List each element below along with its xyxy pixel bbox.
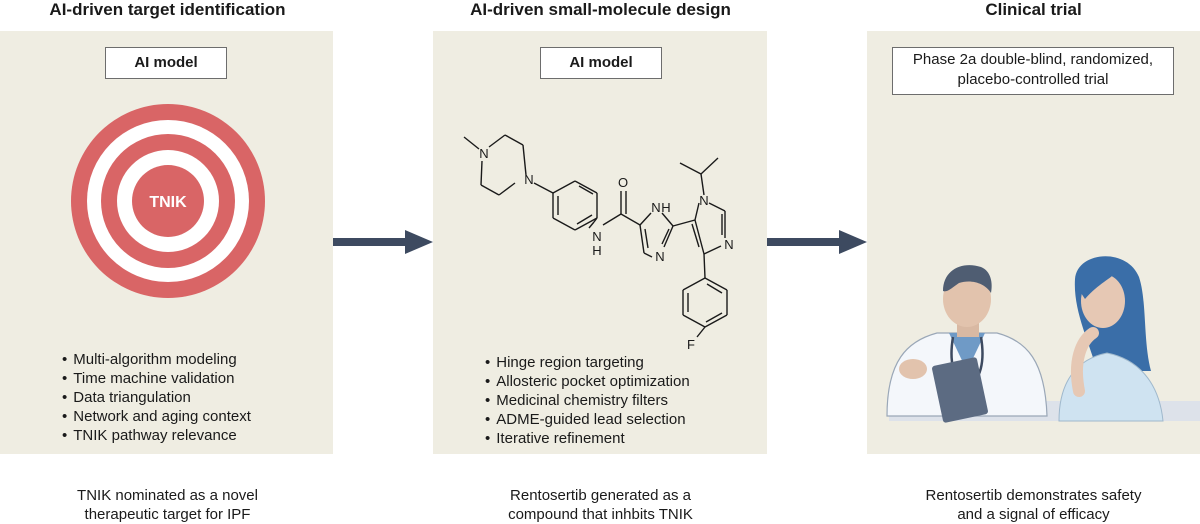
trial-line1: Phase 2a double-blind, randomized, [912,51,1154,68]
atom-n-right1: N [699,193,708,208]
stage2-bullet-list: Hinge region targeting Allosteric pocket… [485,353,690,448]
stage2-caption-line2: compound that inhbits TNIK [508,506,693,523]
doctor-scrubs [949,333,985,371]
stage2-bullet: Medicinal chemistry filters [485,391,690,410]
stage2-caption-line1: Rentosertib generated as a [510,487,691,504]
stage3-caption-line2: and a signal of efficacy [957,506,1110,523]
stage2-bullet: Iterative refinement [485,429,690,448]
patient-body [1058,352,1164,422]
stage1-bullet: Time machine validation [62,369,251,388]
doctor-figure [886,265,1048,423]
stage2-ai-model-box: AI model [540,47,662,79]
stage1-heading: AI-driven target identification [49,0,286,19]
stage1-caption-line2: therapeutic target for IPF [84,506,251,523]
atom-n-methyl: N [479,146,488,161]
stage2-bullet: ADME-guided lead selection [485,410,690,429]
atom-o: O [618,175,628,190]
atom-n-aryl: N [524,172,533,187]
stage2-heading: AI-driven small-molecule design [470,0,731,19]
stage2-bullet: Hinge region targeting [485,353,690,372]
molecule-structure: N N O N H N H N N N F [463,134,734,352]
flow-arrow-2 [767,230,867,254]
stage1-bullet: TNIK pathway relevance [62,426,251,445]
stage2-bullet: Allosteric pocket optimization [485,372,689,391]
stage1-bullet: Network and aging context [62,407,251,426]
doctor-hair [943,265,992,293]
stage1-ai-model-box: AI model [105,47,227,79]
target-icon: TNIK [71,104,265,298]
patient-arm [1070,327,1099,397]
atom-n-amide: N [592,229,601,244]
flow-arrow-1-shaft [333,238,411,246]
stage1-bullet-list: Multi-algorithm modeling Time machine va… [62,350,251,445]
stage1-caption-line1: TNIK nominated as a novel [77,487,258,504]
atom-f: F [687,337,695,352]
patient-hair-front [1080,267,1117,299]
flow-arrow-1 [333,230,433,254]
stage2-panel: AI model [433,31,767,454]
stage3-panel: Phase 2a double-blind, randomized, place… [867,31,1200,454]
target-bullseye [132,165,204,237]
stage3-caption-line1: Rentosertib demonstrates safety [925,487,1142,504]
trial-description-box: Phase 2a double-blind, randomized, place… [892,47,1174,95]
doctor-patient-illustration [886,256,1200,423]
stage3-heading: Clinical trial [985,0,1082,19]
atom-h-amide: H [592,243,601,258]
stage1-panel: AI model TNIK Multi-algorithm modeling T… [0,31,333,454]
atom-n-ring: N [651,200,660,215]
atom-h-ring: H [661,200,670,215]
molecule-bonds [463,134,728,338]
atom-n-imidazole: N [655,249,664,264]
trial-line2: placebo-controlled trial [957,71,1109,88]
flow-arrow-1-head [405,230,433,254]
stage1-caption: TNIK nominated as a novel therapeutic ta… [0,486,335,524]
flow-arrow-2-shaft [767,238,845,246]
stage1-bullet: Data triangulation [62,388,251,407]
target-label: TNIK [149,194,187,211]
flow-arrow-2-head [839,230,867,254]
patient-figure [1058,256,1164,422]
stage3-caption: Rentosertib demonstrates safety and a si… [867,486,1200,524]
clipboard [932,357,988,423]
stage2-caption: Rentosertib generated as a compound that… [433,486,768,524]
doctor-hand [899,359,927,379]
stage1-bullet: Multi-algorithm modeling [62,350,251,369]
atom-n-right2: N [724,237,733,252]
